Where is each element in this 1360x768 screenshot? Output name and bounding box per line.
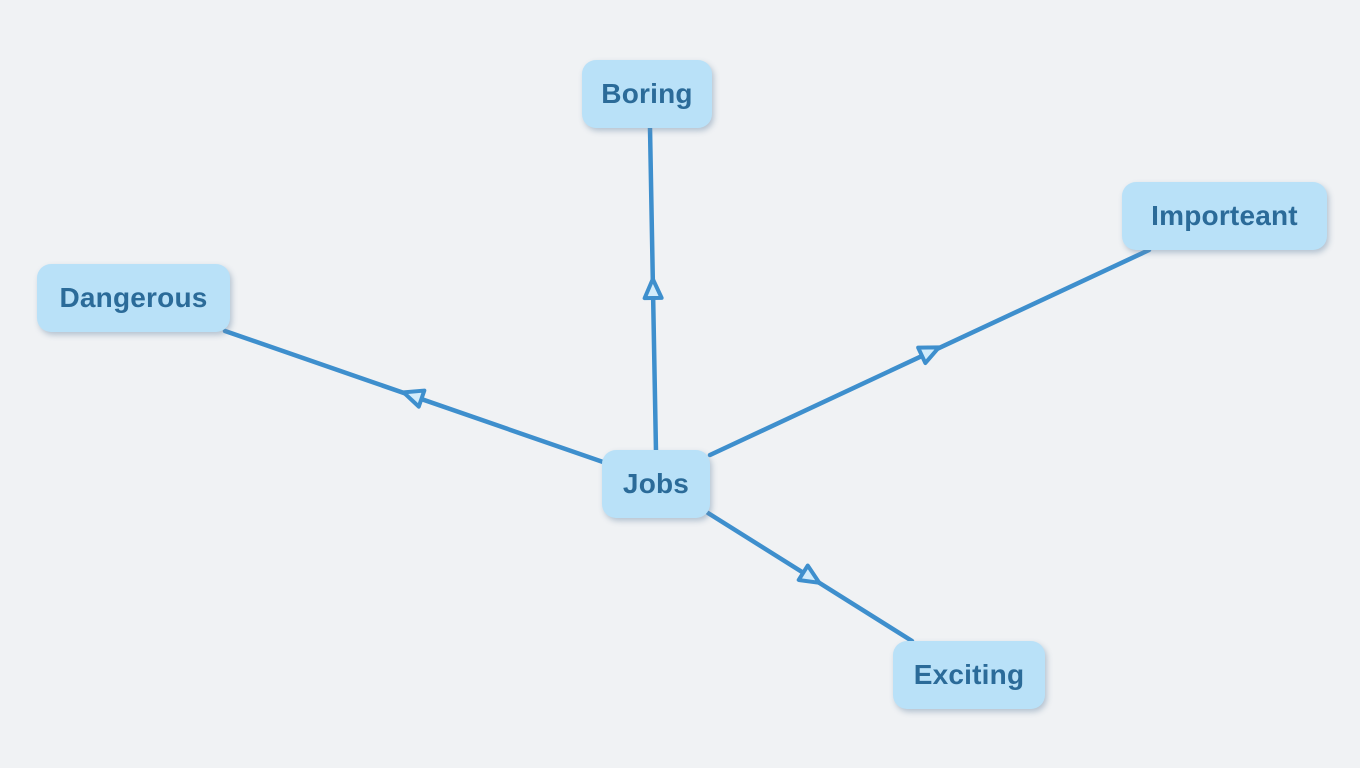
mindmap-node-dangerous[interactable]: Dangerous	[37, 264, 230, 332]
arrowhead-jobs-importeant	[916, 345, 941, 366]
edge-jobs-exciting[interactable]	[705, 510, 915, 644]
mindmap-node-exciting[interactable]: Exciting	[893, 641, 1045, 709]
mindmap-node-jobs[interactable]: Jobs	[602, 450, 710, 518]
edge-jobs-importeant[interactable]	[707, 247, 1152, 458]
node-label-exciting: Exciting	[913, 659, 1025, 690]
edge-jobs-dangerous[interactable]	[222, 328, 606, 465]
mindmap-node-importeant[interactable]: Importeant	[1122, 182, 1327, 250]
edge-jobs-boring[interactable]	[642, 125, 664, 455]
mindmap-node-boring[interactable]: Boring	[582, 60, 712, 128]
arrowhead-jobs-boring	[642, 277, 664, 301]
node-label-boring: Boring	[601, 78, 693, 109]
arrowhead-jobs-dangerous	[401, 388, 427, 409]
node-label-importeant: Importeant	[1151, 200, 1298, 231]
node-label-jobs: Jobs	[622, 468, 690, 499]
arrowhead-jobs-exciting	[796, 563, 822, 585]
node-label-dangerous: Dangerous	[59, 282, 208, 313]
